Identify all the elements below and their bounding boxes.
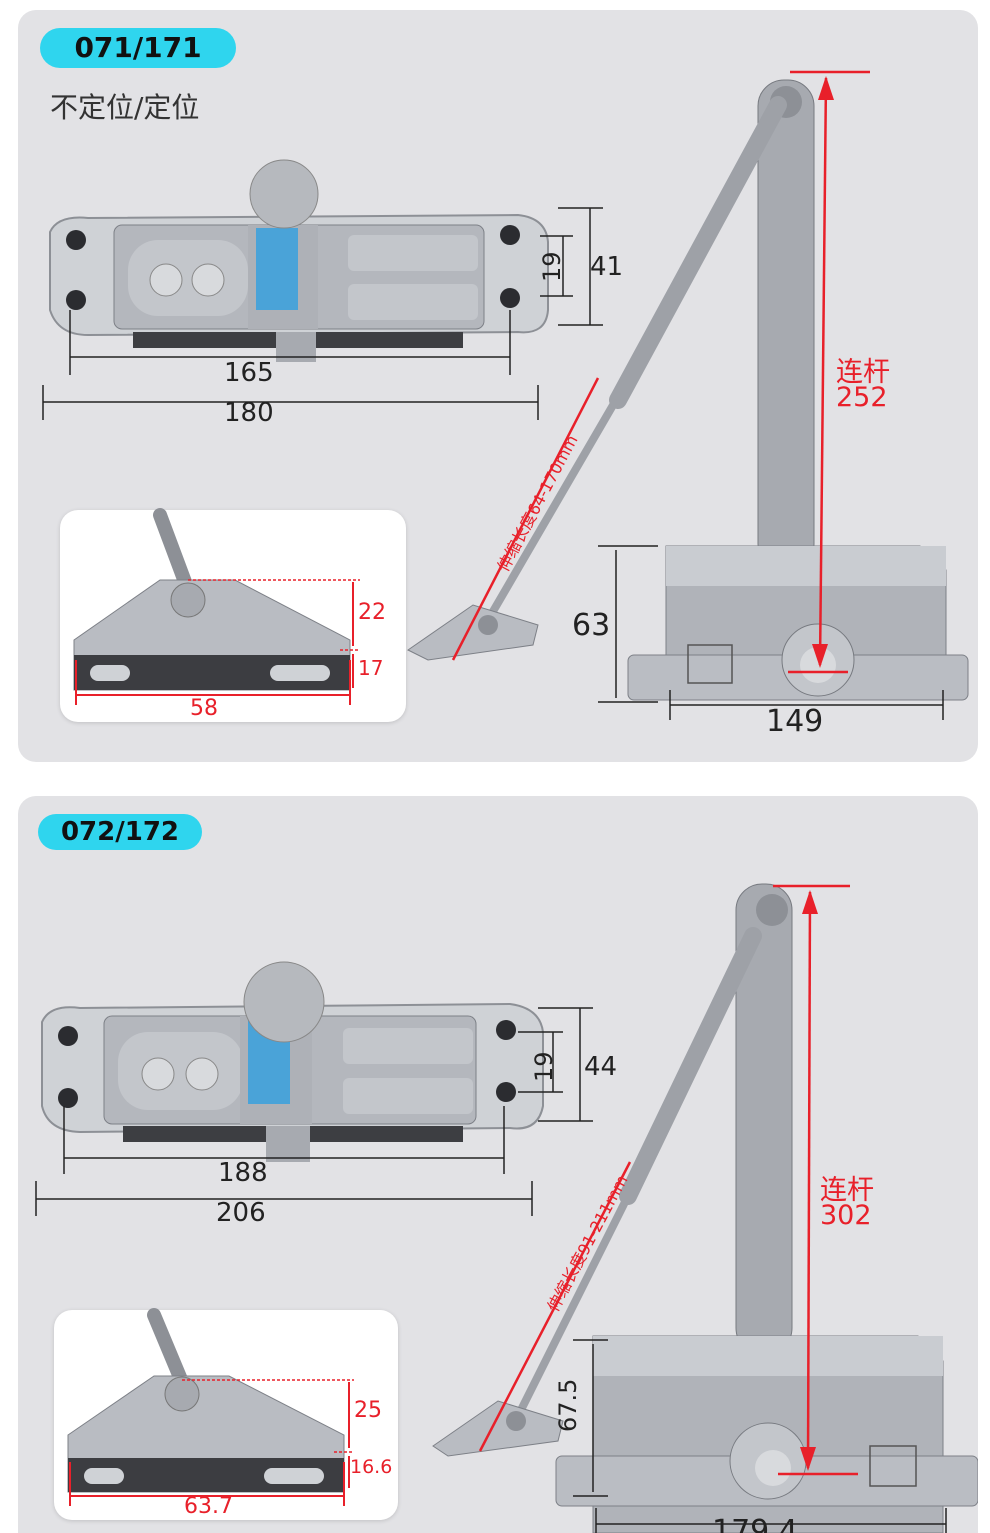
dim-outer-height: 41 (590, 252, 624, 282)
bracket-dim-width: 63.7 (184, 1494, 233, 1519)
dim-hole-spacing: 188 (218, 1158, 268, 1188)
subtitle: 不定位/定位 (50, 91, 200, 124)
bracket-inset: 22 17 58 (60, 508, 406, 722)
bracket-dim-bottom: 16.6 (350, 1456, 393, 1478)
body-dimension-lines (42, 207, 603, 420)
bracket-dim-width: 58 (190, 696, 218, 721)
product-panel-071: 071/171 不定位/定位 41 19 165 180 伸缩长度64-170m… (18, 10, 978, 762)
closer-body-top-view (49, 159, 549, 362)
dim-closer-width: 149 (766, 704, 824, 739)
product-panel-072: 072/172 44 19 188 206 伸缩长度91-211mm 连杆 30… (18, 796, 978, 1533)
bracket-drawing (67, 1308, 354, 1506)
dim-overall-length: 180 (224, 398, 274, 428)
link-red-dimension (451, 70, 870, 674)
model-badge: 071/171 (40, 28, 236, 68)
dim-inner-height: 19 (538, 251, 566, 282)
closer-body-top-view (41, 961, 544, 1162)
door-closer-drawing-072 (35, 883, 978, 1533)
bracket-dim-top: 22 (358, 600, 386, 625)
link-label: 连杆 (820, 1175, 874, 1206)
dim-closer-height: 67.5 (554, 1378, 582, 1432)
link-red-dimension (478, 884, 858, 1476)
dim-hole-spacing: 165 (224, 358, 274, 388)
link-label: 连杆 (836, 357, 890, 388)
bracket-inset: 25 16.6 63.7 (54, 1308, 398, 1520)
bracket-dim-bottom: 17 (358, 656, 384, 680)
bracket-dim-top: 25 (354, 1398, 382, 1423)
bracket-drawing (73, 508, 360, 705)
dim-inner-height: 19 (530, 1051, 558, 1082)
dim-closer-width: 179.4 (712, 1514, 798, 1533)
dim-outer-height: 44 (584, 1052, 618, 1082)
door-closer-drawing-071 (42, 70, 969, 720)
link-value: 252 (836, 382, 888, 413)
arm-dimension-lines (598, 545, 944, 720)
model-badge: 072/172 (38, 814, 202, 850)
closer-arm-side-view (432, 883, 978, 1533)
link-value: 302 (820, 1200, 872, 1231)
dim-overall-length: 206 (216, 1198, 266, 1228)
body-dimension-lines (35, 1007, 593, 1216)
dim-closer-height: 63 (572, 608, 611, 643)
arm-dimension-lines (573, 1339, 947, 1533)
closer-arm-side-view (407, 79, 969, 701)
